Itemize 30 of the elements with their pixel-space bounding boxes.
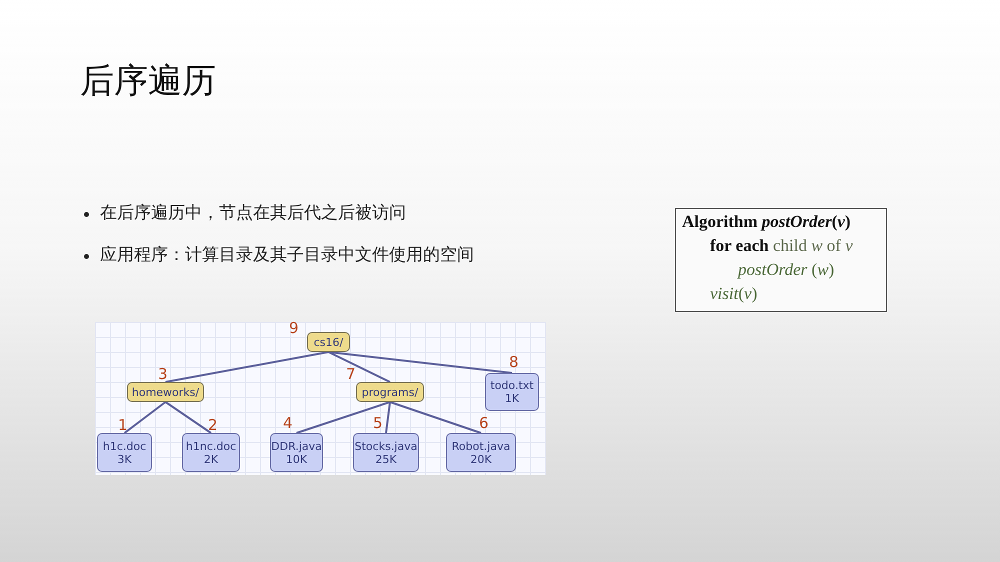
folder-box: homeworks/ [127,382,204,402]
connector-line [296,401,390,434]
file-box: DDR.java 10K [270,433,323,472]
connector-line [164,401,212,434]
slide-title: 后序遍历 [80,60,216,103]
order-number: 9 [289,319,299,337]
connector-line [390,401,482,434]
file-box: Robot.java 20K [446,433,516,472]
connector-line [124,401,166,434]
connector-line [385,402,391,434]
code-box: Algorithm postOrder(v) for each child w of v postOrder (w) visit(v) [675,208,887,312]
order-number: 4 [283,414,293,432]
file-box: h1nc.doc 2K [182,433,240,472]
connector-line [328,351,512,374]
file-box: todo.txt 1K [485,373,539,411]
order-number: 6 [479,414,489,432]
order-number: 7 [346,365,356,383]
order-number: 3 [158,365,168,383]
file-box: Stocks.java 25K [353,433,419,472]
bullet-text: 在后序遍历中，节点在其后代之后被访问 [100,202,406,224]
folder-box: cs16/ [307,332,350,352]
order-number: 2 [208,416,218,434]
order-number: 1 [118,416,128,434]
bullet-text: 应用程序：计算目录及其子目录中文件使用的空间 [100,244,474,266]
connector-line [328,351,390,383]
connector-line [165,351,329,383]
folder-box: programs/ [356,382,424,402]
order-number: 8 [509,353,519,371]
order-number: 5 [373,414,383,432]
file-box: h1c.doc 3K [97,433,152,472]
